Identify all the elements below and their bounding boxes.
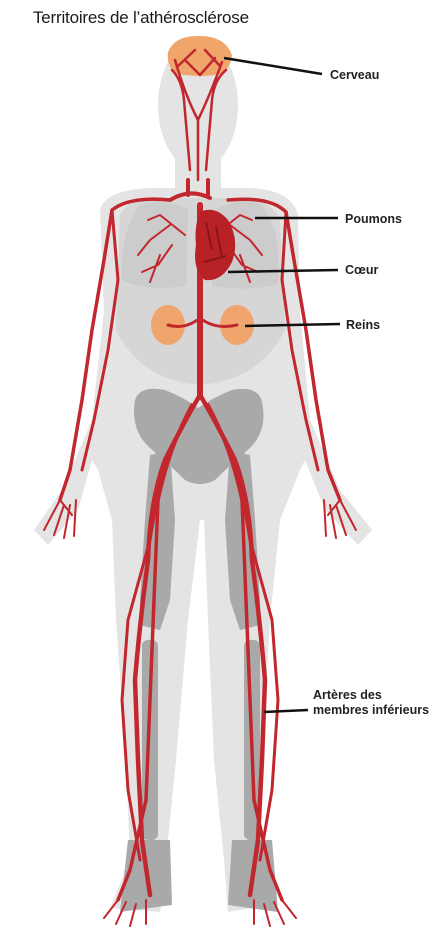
label-arteres-line1: Artères des (313, 688, 382, 702)
label-poumons: Poumons (345, 212, 402, 226)
label-arteres-line2: membres inférieurs (313, 703, 429, 717)
label-cerveau: Cerveau (330, 68, 379, 82)
pointer-arteres (264, 710, 308, 712)
label-reins: Reins (346, 318, 380, 332)
pointer-cerveau (224, 58, 322, 74)
label-coeur: Cœur (345, 263, 378, 277)
